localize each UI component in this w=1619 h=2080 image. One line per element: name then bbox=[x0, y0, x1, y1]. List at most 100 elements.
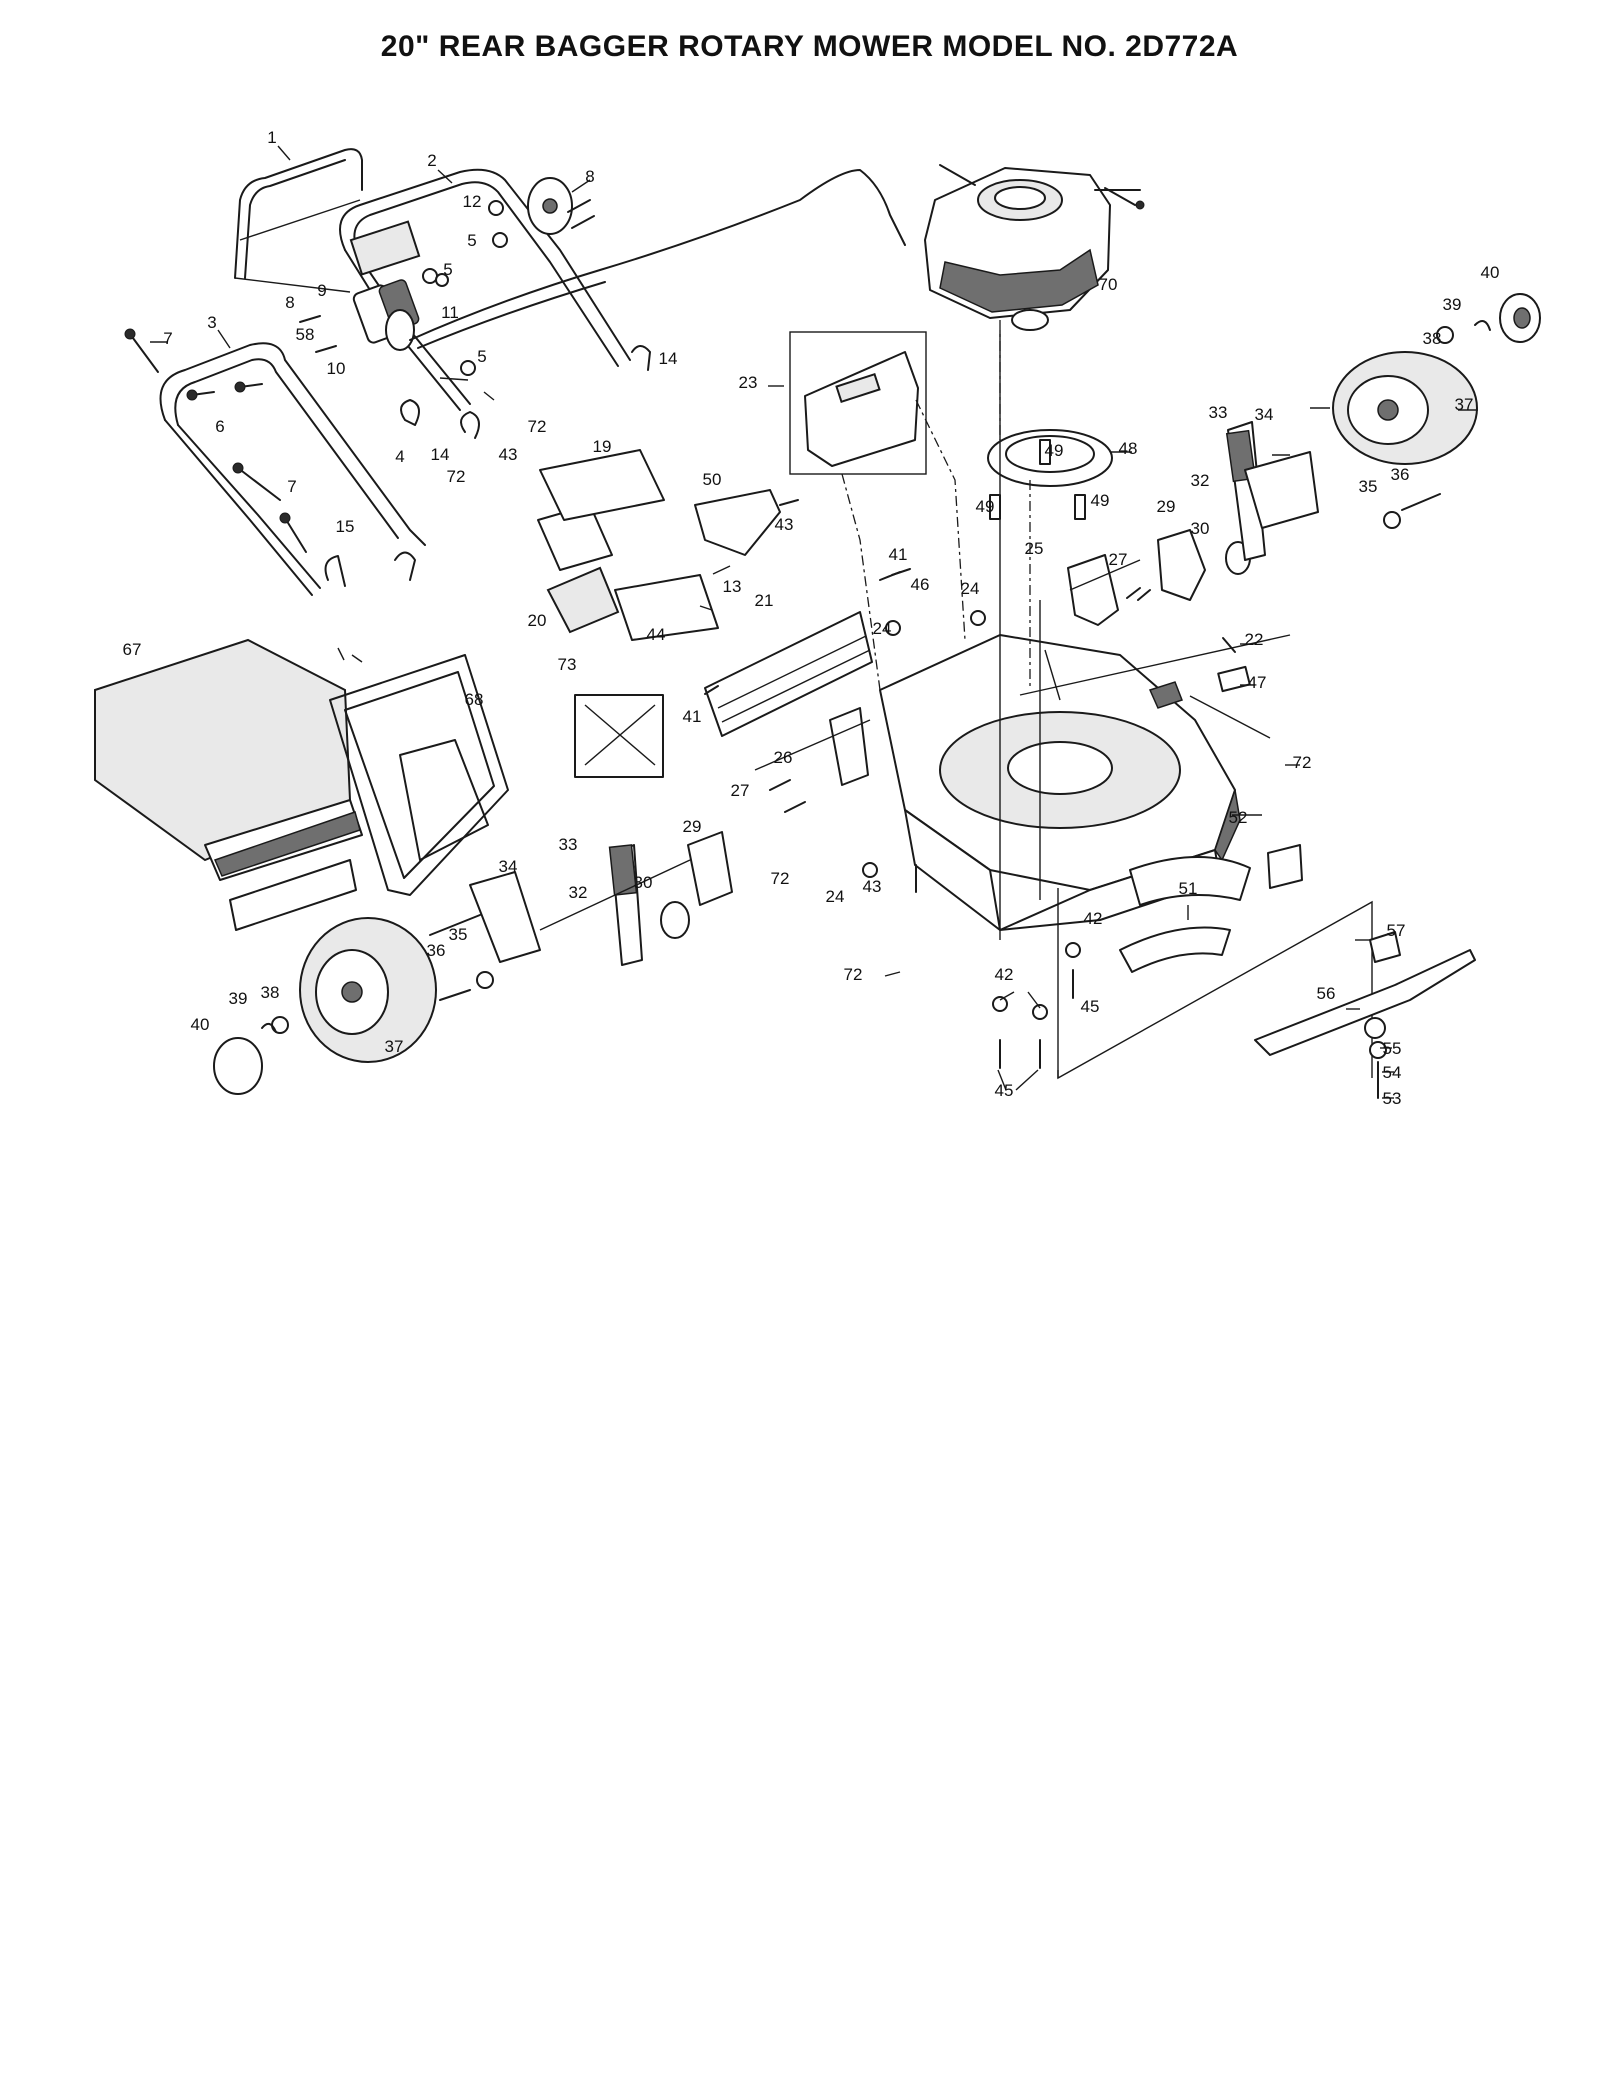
callout-44: 44 bbox=[647, 625, 666, 644]
callout-7: 7 bbox=[163, 329, 172, 348]
callout-39: 39 bbox=[229, 989, 248, 1008]
rear-door-21 bbox=[704, 611, 873, 737]
callout-37: 37 bbox=[1455, 395, 1474, 414]
callout-52: 52 bbox=[1229, 808, 1248, 827]
callout-51: 51 bbox=[1179, 879, 1198, 898]
callout-30: 30 bbox=[634, 873, 653, 892]
callout-21: 21 bbox=[755, 591, 774, 610]
decal-73 bbox=[574, 694, 664, 778]
chute-50 bbox=[694, 489, 799, 556]
callout-46: 46 bbox=[911, 575, 930, 594]
height-levers-32-33 bbox=[469, 421, 1319, 966]
callout-24: 24 bbox=[873, 619, 892, 638]
callout-47: 47 bbox=[1248, 673, 1267, 692]
callout-54: 54 bbox=[1383, 1063, 1402, 1082]
callout-9: 9 bbox=[317, 281, 326, 300]
callout-36: 36 bbox=[427, 941, 446, 960]
callout-22: 22 bbox=[1245, 630, 1264, 649]
wheel-cap-40-right bbox=[1499, 293, 1541, 343]
callout-39: 39 bbox=[1443, 295, 1462, 314]
callout-43: 43 bbox=[863, 877, 882, 896]
callout-53: 53 bbox=[1383, 1089, 1402, 1108]
callout-5: 5 bbox=[477, 347, 486, 366]
callout-13: 13 bbox=[723, 577, 742, 596]
callout-26: 26 bbox=[774, 748, 793, 767]
callout-72: 72 bbox=[447, 467, 466, 486]
callout-24: 24 bbox=[961, 579, 980, 598]
callout-10: 10 bbox=[327, 359, 346, 378]
callout-29: 29 bbox=[683, 817, 702, 836]
leader-lines bbox=[150, 145, 1478, 1099]
callout-3: 3 bbox=[207, 313, 216, 332]
upper-handle-1 bbox=[234, 148, 363, 293]
callout-23: 23 bbox=[739, 373, 758, 392]
callout-58: 58 bbox=[296, 325, 315, 344]
callout-2: 2 bbox=[427, 151, 436, 170]
rear-wheel-right-37 bbox=[1332, 351, 1478, 465]
rear-wheel-left-37 bbox=[299, 917, 437, 1063]
lower-handle-3 bbox=[159, 342, 426, 596]
callout-70: 70 bbox=[1099, 275, 1118, 294]
callout-33: 33 bbox=[1209, 403, 1228, 422]
callout-14: 14 bbox=[431, 445, 450, 464]
blade-box bbox=[1057, 888, 1373, 1080]
callout-5: 5 bbox=[443, 260, 452, 279]
rear-baffle-23 bbox=[789, 331, 927, 475]
callout-8: 8 bbox=[585, 167, 594, 186]
blade-56 bbox=[1254, 931, 1476, 1099]
callout-24: 24 bbox=[826, 887, 845, 906]
callout-20: 20 bbox=[528, 611, 547, 630]
callout-45: 45 bbox=[1081, 997, 1100, 1016]
callout-19: 19 bbox=[593, 437, 612, 456]
callout-72: 72 bbox=[844, 965, 863, 984]
callout-35: 35 bbox=[449, 925, 468, 944]
callout-12: 12 bbox=[463, 192, 482, 211]
callout-27: 27 bbox=[1109, 550, 1128, 569]
brackets-19-20 bbox=[537, 449, 719, 641]
callout-11: 11 bbox=[441, 303, 459, 322]
callout-29: 29 bbox=[1157, 497, 1176, 516]
page-title: 20" REAR BAGGER ROTARY MOWER MODEL NO. 2… bbox=[380, 30, 1239, 63]
handle-bolts bbox=[124, 199, 595, 553]
callout-40: 40 bbox=[1481, 263, 1500, 282]
callout-36: 36 bbox=[1391, 465, 1410, 484]
callout-34: 34 bbox=[1255, 405, 1274, 424]
callout-72: 72 bbox=[1293, 753, 1312, 772]
callout-7: 7 bbox=[287, 477, 296, 496]
callout-72: 72 bbox=[771, 869, 790, 888]
callout-41: 41 bbox=[889, 545, 908, 564]
callout-41: 41 bbox=[683, 707, 702, 726]
callout-15: 15 bbox=[336, 517, 355, 536]
wheel-hardware bbox=[261, 320, 1491, 1034]
callout-32: 32 bbox=[1191, 471, 1210, 490]
callout-42: 42 bbox=[995, 965, 1014, 984]
callout-43: 43 bbox=[499, 445, 518, 464]
callout-55: 55 bbox=[1383, 1039, 1402, 1058]
callout-35: 35 bbox=[1359, 477, 1378, 496]
callout-30: 30 bbox=[1191, 519, 1210, 538]
callout-25: 25 bbox=[1025, 539, 1044, 558]
callout-6: 6 bbox=[215, 417, 224, 436]
callout-67: 67 bbox=[123, 640, 142, 659]
callout-27: 27 bbox=[731, 781, 750, 800]
callout-37: 37 bbox=[385, 1037, 404, 1056]
engine-70 bbox=[924, 164, 1145, 331]
assembly-lines bbox=[539, 320, 1291, 940]
control-cable bbox=[409, 169, 906, 349]
callout-56: 56 bbox=[1317, 984, 1336, 1003]
callout-68: 68 bbox=[465, 690, 484, 709]
callout-1: 1 bbox=[267, 128, 276, 147]
callout-49: 49 bbox=[1045, 441, 1064, 460]
callout-57: 57 bbox=[1387, 921, 1406, 940]
callout-38: 38 bbox=[1423, 329, 1442, 348]
callout-labels: 1234555677889101112131414151920212223242… bbox=[123, 128, 1500, 1108]
wheel-cap-40-left bbox=[213, 1037, 263, 1095]
baffle-51-52 bbox=[1119, 844, 1303, 973]
callout-48: 48 bbox=[1119, 439, 1138, 458]
wear-ring-48 bbox=[987, 429, 1113, 520]
callout-73: 73 bbox=[558, 655, 577, 674]
callout-50: 50 bbox=[703, 470, 722, 489]
grass-bag-67 bbox=[94, 638, 363, 931]
callout-33: 33 bbox=[559, 835, 578, 854]
